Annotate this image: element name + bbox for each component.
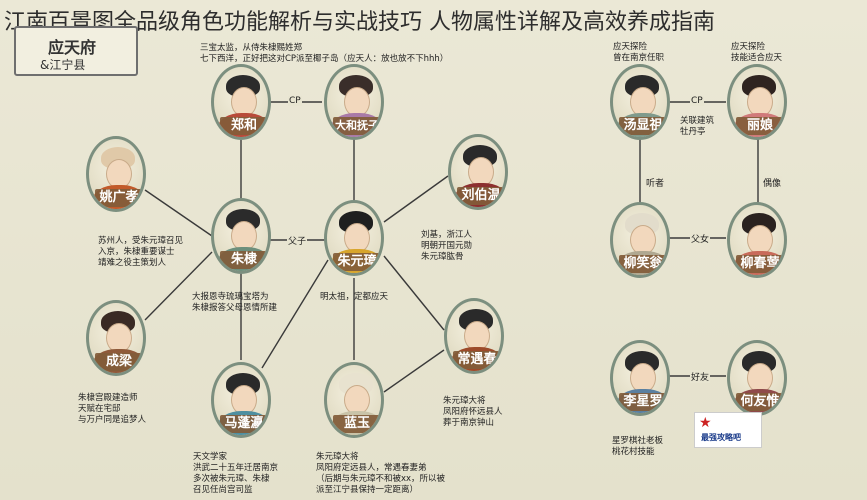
relation-ouxiang: 偶像 — [762, 176, 783, 189]
annotation-mudanting: 关联建筑 牡丹亭 — [680, 116, 715, 137]
relation-funv: 父女 — [690, 232, 711, 245]
character-node-tangxianzu[interactable]: 汤显祖 — [610, 64, 670, 140]
region-label: 应天府 &江宁县 — [14, 26, 138, 76]
annotation-tangxianzu: 应天探险 曾在南京任职 — [613, 42, 665, 63]
character-name: 何友惟 — [736, 393, 784, 411]
annotation-liniang: 应天探险 技能适合应天 — [731, 42, 783, 63]
character-name: 姚广孝 — [95, 189, 143, 207]
watermark-text: 最强攻略吧 — [701, 433, 741, 442]
character-node-liubowen[interactable]: 刘伯温 — [448, 134, 508, 210]
character-node-zhudi[interactable]: 朱棣 — [211, 198, 271, 274]
character-node-liuchunying[interactable]: 柳春莺 — [727, 202, 787, 278]
character-name: 常遇春 — [453, 351, 501, 369]
character-name: 蓝玉 — [333, 415, 381, 433]
region-name: 应天府 — [48, 38, 97, 57]
character-name: 李星罗 — [619, 393, 667, 411]
relation-cp-left: CP — [288, 96, 302, 106]
annotation-changyuchun: 朱元璋大将 凤阳府怀远县人 葬于南京钟山 — [443, 396, 503, 428]
character-node-dahe[interactable]: 大和抚子 — [324, 64, 384, 140]
character-node-lixingluo[interactable]: 李星罗 — [610, 340, 670, 416]
character-name: 朱元璋 — [333, 253, 381, 271]
star-icon: ★ — [699, 415, 712, 431]
character-name: 朱棣 — [220, 251, 268, 269]
relation-cp-right: CP — [690, 96, 704, 106]
character-node-zuoyouwei[interactable]: 何友惟 — [727, 340, 787, 416]
annotation-madeng: 天文学家 洪武二十五年迁居南京 多次被朱元璋、朱棣 召见任尚宫司监 — [193, 452, 279, 495]
relation-fuzi: 父子 — [287, 234, 308, 247]
annotation-yaoguangxiao: 苏州人，受朱元璋召见 入京，朱棣重要谋士 靖难之役主策划人 — [98, 236, 184, 268]
annotation-chengliang: 朱棣宫殿建造师 天赋在宅邸 与万户同是追梦人 — [78, 393, 147, 425]
character-node-madeng[interactable]: 马蓬瀛 — [211, 362, 271, 438]
character-node-zhenghe[interactable]: 郑和 — [211, 64, 271, 140]
annotation-zhuyuanzhang: 明太祖，定都应天 — [320, 292, 389, 302]
character-name: 汤显祖 — [619, 117, 667, 135]
annotation-zhudi: 大报恩寺琉璃宝塔为 朱棣报答父母恩情所建 — [192, 292, 278, 313]
character-name: 马蓬瀛 — [220, 415, 268, 433]
character-node-liniang[interactable]: 丽娘 — [727, 64, 787, 140]
character-name: 大和抚子 — [333, 117, 381, 135]
character-name: 成梁 — [95, 353, 143, 371]
character-name: 柳笑翁 — [619, 255, 667, 273]
annotation-lanyu: 朱元璋大将 凤阳府定远县人，常遇春妻弟 （后期与朱元璋不和被xx，所以被 派至江… — [316, 452, 446, 495]
character-name: 丽娘 — [736, 117, 784, 135]
character-node-yaoguangxiao[interactable]: 姚广孝 — [86, 136, 146, 212]
region-sub: &江宁县 — [40, 58, 86, 72]
character-node-zhuyuanzhang[interactable]: 朱元璋 — [324, 200, 384, 276]
character-name: 柳春莺 — [736, 255, 784, 273]
character-node-changyuchun[interactable]: 常遇春 — [444, 298, 504, 374]
character-node-liuxiaoweng[interactable]: 柳笑翁 — [610, 202, 670, 278]
relation-tingzhe: 听者 — [645, 176, 666, 189]
character-node-chengliang[interactable]: 成梁 — [86, 300, 146, 376]
character-name: 刘伯温 — [457, 187, 505, 205]
character-node-lanyu[interactable]: 蓝玉 — [324, 362, 384, 438]
watermark-badge: ★ 最强攻略吧 — [694, 412, 762, 448]
annotation-lixingluo: 星罗棋社老板 桃花村技能 — [612, 436, 664, 457]
relation-haoyou: 好友 — [690, 370, 711, 383]
annotation-zhenghe: 三宝太监，从侍朱棣赐姓郑 七下西洋，正好把这对CP派至椰子岛（应天人：放也放不下… — [200, 43, 449, 64]
annotation-liubowen: 刘基，浙江人 明朝开国元勋 朱元璋肱骨 — [421, 230, 473, 262]
character-name: 郑和 — [220, 117, 268, 135]
